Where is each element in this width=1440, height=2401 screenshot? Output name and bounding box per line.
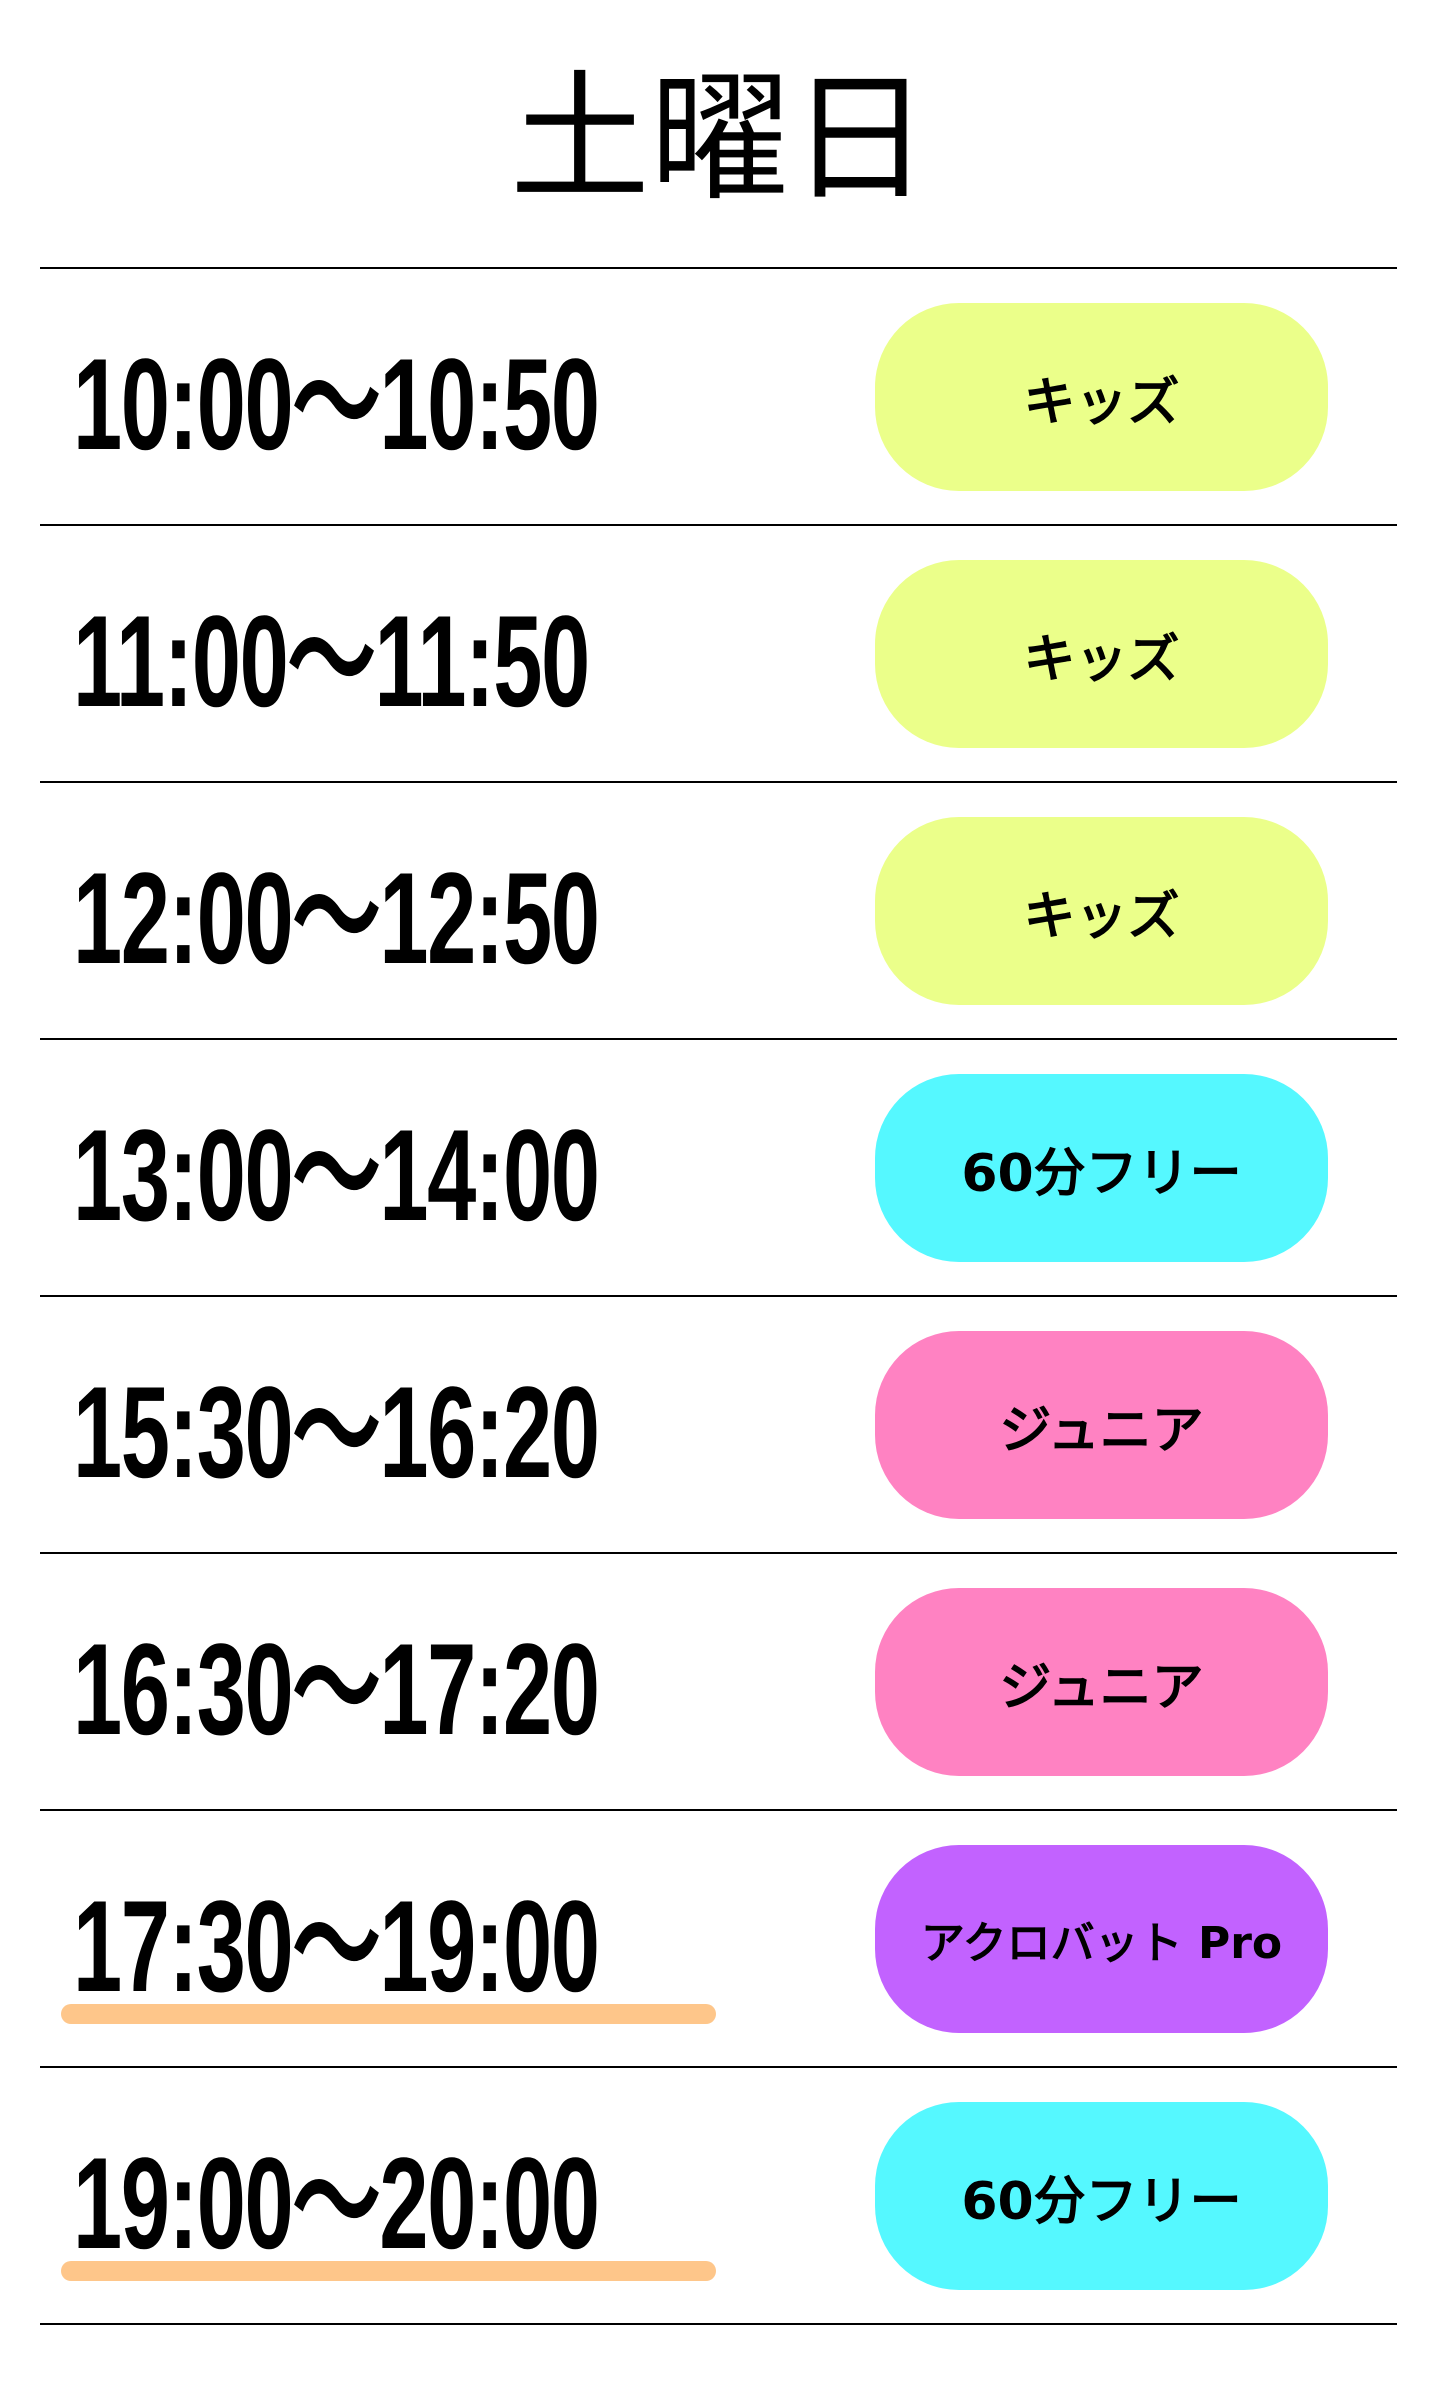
class-badge[interactable]: ジュニア [875,1331,1328,1519]
time-range: 17:30〜19:00 [73,1873,600,2019]
class-badge[interactable]: 60分フリー [875,2102,1328,2290]
time-range: 15:30〜16:20 [73,1359,600,1505]
highlight-underline [61,2004,716,2024]
class-badge[interactable]: アクロバット Pro [875,1845,1328,2033]
class-badge[interactable]: キッズ [875,817,1328,1005]
schedule-row: 16:30〜17:20 ジュニア [40,1554,1397,1811]
page-title: 土曜日 [509,58,930,221]
time-range: 13:00〜14:00 [73,1102,600,1248]
time-range: 19:00〜20:00 [73,2130,600,2276]
schedule-row: 12:00〜12:50 キッズ [40,783,1397,1040]
class-badge[interactable]: ジュニア [875,1588,1328,1776]
schedule-row: 13:00〜14:00 60分フリー [40,1040,1397,1297]
class-badge[interactable]: キッズ [875,303,1328,491]
schedule-row: 15:30〜16:20 ジュニア [40,1297,1397,1554]
highlight-underline [61,2261,716,2281]
class-badge[interactable]: キッズ [875,560,1328,748]
schedule-row: 10:00〜10:50 キッズ [40,269,1397,526]
time-range: 12:00〜12:50 [73,845,600,991]
schedule-list: 10:00〜10:50 キッズ 11:00〜11:50 キッズ 12:00〜12:5… [40,267,1397,2325]
time-range: 16:30〜17:20 [73,1616,600,1762]
time-range: 10:00〜10:50 [73,331,600,477]
schedule-row: 11:00〜11:50 キッズ [40,526,1397,783]
time-range: 11:00〜11:50 [73,588,590,734]
schedule-row: 19:00〜20:00 60分フリー [40,2068,1397,2325]
schedule-row: 17:30〜19:00 アクロバット Pro [40,1811,1397,2068]
class-badge[interactable]: 60分フリー [875,1074,1328,1262]
